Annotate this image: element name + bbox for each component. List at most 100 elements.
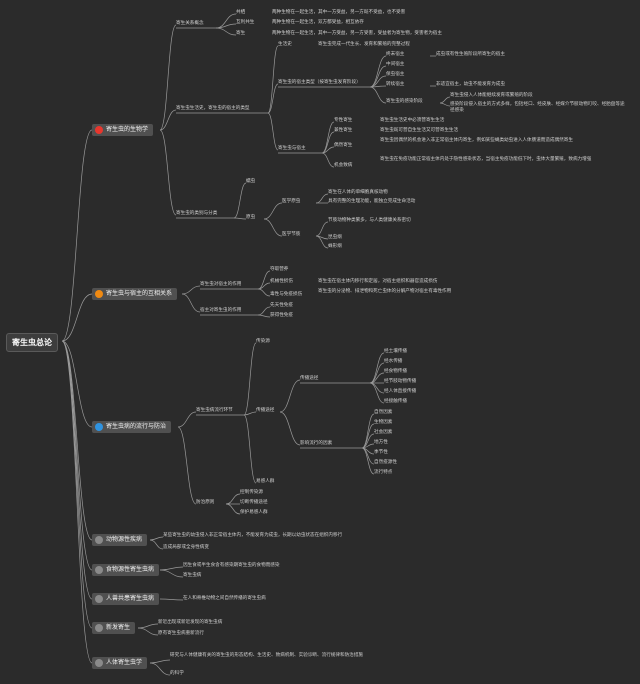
node-commensalism[interactable]: 共栖	[236, 10, 246, 15]
node-route[interactable]: 传播途径	[256, 408, 275, 413]
connector-line	[369, 75, 387, 88]
root-branch-connector	[61, 340, 93, 428]
branch-label: 动物源性疾病	[106, 536, 143, 543]
node-susceptible[interactable]: 易感人群	[256, 479, 275, 484]
connector-line	[177, 411, 197, 428]
node-parasite-host[interactable]: 寄生虫与宿主	[278, 146, 306, 151]
connector-line	[315, 193, 329, 204]
node-seasonal[interactable]: 季节性	[374, 450, 388, 455]
branch-label: 食物源性寄生虫病	[106, 566, 155, 573]
connector-line	[257, 306, 271, 316]
node-helminth[interactable]: 蠕虫	[246, 179, 256, 184]
branch-parasite-biology[interactable]: 寄生虫的生物学	[92, 124, 154, 136]
node-toxic[interactable]: 毒性与免疫损伤	[270, 292, 303, 297]
connector-line	[137, 623, 159, 629]
node-reservoir-host[interactable]: 保虫宿主	[386, 72, 405, 77]
node-control-source[interactable]: 控制传染源	[240, 490, 263, 495]
node-mutualism-text: 两种生物在一起生活，双方都受益，相互依存	[272, 20, 364, 25]
node-medical-protozoa[interactable]: 医学原虫	[282, 199, 301, 204]
node-life-cycle[interactable]: 寄生虫生活史，寄生虫的宿主的类型	[176, 106, 250, 111]
connector-line	[243, 342, 257, 416]
node-epidemic-features[interactable]: 流行特点	[374, 470, 393, 475]
grey-dot-icon	[95, 659, 103, 667]
branch-new-parasites[interactable]: 新发寄生	[92, 622, 136, 634]
node-natural[interactable]: 自然因素	[374, 410, 393, 415]
node-social[interactable]: 社会因素	[374, 430, 393, 435]
blue-dot-icon	[95, 423, 103, 431]
branch-label: 寄生虫与宿主的互相关系	[106, 290, 173, 297]
node-natural-focus[interactable]: 自然疫源性	[374, 460, 397, 465]
connector-line	[215, 27, 237, 36]
grey-dot-icon	[95, 595, 103, 603]
connector-line	[321, 121, 335, 154]
connector-line	[159, 566, 184, 571]
node-facultative-text: 寄生虫既可营自生生活又可营寄生生活	[380, 128, 459, 133]
branch-human-parasitology[interactable]: 人体寄生虫学	[92, 657, 148, 669]
node-final-host-text: 成虫或有性生殖阶段所寄生的宿主	[436, 52, 505, 57]
red-dot-icon	[95, 126, 103, 134]
node-intro[interactable]: 寄生关系概念	[176, 21, 204, 26]
node-host-types[interactable]: 寄生虫的宿主类型（按寄生虫发育阶段）	[278, 80, 361, 85]
node-protozoa[interactable]: 原虫	[246, 215, 256, 220]
node-regional[interactable]: 地方性	[374, 440, 388, 445]
branch-label: 人体寄生虫学	[106, 659, 143, 666]
node-protect[interactable]: 保护易感人群	[240, 510, 268, 515]
node-obligate[interactable]: 专性寄生	[334, 118, 353, 123]
node-accidental[interactable]: 偶然寄生	[334, 143, 353, 148]
branch-host-relation[interactable]: 寄生虫与宿主的互相关系	[92, 288, 178, 300]
connector-line	[181, 293, 201, 313]
node-arthropod[interactable]: 经节肢动物传播	[384, 379, 417, 384]
connector-line	[243, 411, 257, 416]
branch-zoonotic[interactable]: 动物源性疾病	[92, 534, 148, 546]
node-host-on-parasite[interactable]: 宿主对寄生虫的作用	[200, 308, 242, 313]
node-parasite-on-host[interactable]: 寄生虫对宿主的作用	[200, 282, 242, 287]
node-paratenic-host[interactable]: 转续宿主	[386, 82, 405, 87]
node-cut-route[interactable]: 切断传播途径	[240, 500, 268, 505]
connector-line	[361, 447, 375, 475]
node-factors[interactable]: 影响流行的因素	[300, 441, 333, 446]
node-classification[interactable]: 寄生虫的类别与分类	[176, 211, 218, 216]
node-infection-source[interactable]: 传染源	[256, 339, 270, 344]
node-human-animal-text: 在人和脊椎动物之间自然传播的寄生虫病	[183, 596, 266, 601]
node-nutrition[interactable]: 夺取营养	[270, 267, 289, 272]
node-new-text-1: 新近出现或新近发现的寄生虫病	[158, 620, 223, 625]
node-route-types[interactable]: 传播途径	[300, 376, 319, 381]
node-water[interactable]: 经水传播	[384, 359, 403, 364]
node-facultative[interactable]: 兼性寄生	[334, 128, 353, 133]
connector-line	[149, 662, 171, 676]
root-node[interactable]: 寄生虫总论	[6, 333, 58, 352]
node-soil[interactable]: 经土壤传播	[384, 349, 407, 354]
node-final-host[interactable]: 终末宿主	[386, 52, 405, 57]
node-parasitism[interactable]: 寄生	[236, 31, 246, 36]
node-innate[interactable]: 先天性免疫	[270, 303, 293, 308]
node-life-cycle-def[interactable]: 生活史	[278, 42, 292, 47]
node-mechanical[interactable]: 机械性损伤	[270, 279, 293, 284]
branch-label: 寄生虫的生物学	[106, 126, 149, 133]
connector-line	[149, 536, 164, 541]
node-biological[interactable]: 生物因素	[374, 420, 393, 425]
node-medical-arthropod[interactable]: 医学节肢	[282, 232, 301, 237]
node-intermediate-host[interactable]: 中间宿主	[386, 62, 405, 67]
branch-epidemic-control[interactable]: 寄生虫病的流行与防治	[92, 421, 172, 433]
connector-line	[369, 382, 385, 404]
connector-line	[369, 86, 387, 104]
node-opportunistic[interactable]: 机会致病	[334, 163, 353, 168]
node-acquired[interactable]: 获得性免疫	[270, 313, 293, 318]
node-direct[interactable]: 经人体直接传播	[384, 389, 417, 394]
node-food[interactable]: 经食物传播	[384, 369, 407, 374]
connector-line	[257, 288, 271, 297]
node-epidemic-links[interactable]: 寄生虫病流行环节	[196, 408, 233, 413]
connector-line	[159, 109, 177, 131]
connector-line	[159, 569, 184, 578]
node-contact[interactable]: 经接触传播	[384, 399, 407, 404]
node-prevention[interactable]: 防治原则	[196, 500, 215, 505]
connector-line	[149, 539, 164, 550]
branch-foodborne[interactable]: 食物源性寄生虫病	[92, 564, 160, 576]
connector-line	[321, 152, 335, 168]
root-branch-connector	[61, 340, 93, 541]
branch-human-animal[interactable]: 人兽共患寄生虫病	[92, 593, 160, 605]
node-infective-stage[interactable]: 寄生虫的感染阶段	[386, 99, 423, 104]
node-arachnida: 蛛形纲	[328, 244, 342, 249]
connector-line	[149, 659, 171, 664]
node-mutualism[interactable]: 互利共生	[236, 20, 255, 25]
